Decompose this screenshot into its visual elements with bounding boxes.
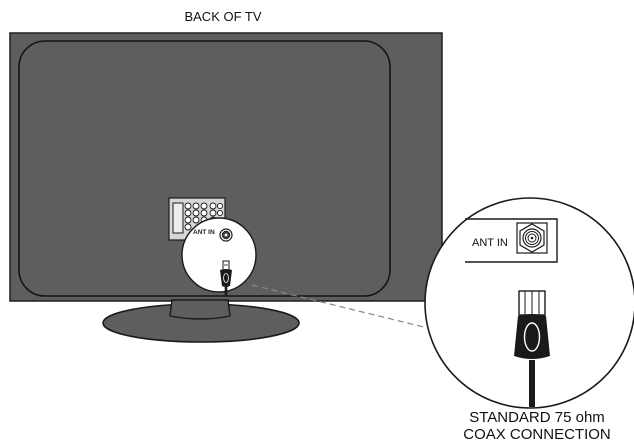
coax-cable-plug-large	[514, 290, 550, 407]
caption-line-2: COAX CONNECTION	[463, 426, 611, 443]
coax-cable-small	[220, 260, 232, 296]
ant-in-port-small	[219, 228, 233, 242]
port-highlight-circle	[181, 217, 257, 293]
connection-caption: STANDARD 75 ohm COAX CONNECTION	[440, 409, 634, 443]
ant-in-port-large	[516, 222, 548, 254]
dashed-connector-line	[251, 284, 437, 331]
tv-stand	[102, 299, 300, 343]
diagram-title: BACK OF TV	[184, 9, 262, 24]
caption-line-1: STANDARD 75 ohm	[469, 409, 605, 426]
ant-in-label-large: ANT IN	[472, 237, 508, 249]
ant-in-label-small: ANT IN	[193, 229, 215, 236]
tv-back-panel	[9, 32, 443, 302]
ant-in-panel-large	[465, 218, 558, 263]
